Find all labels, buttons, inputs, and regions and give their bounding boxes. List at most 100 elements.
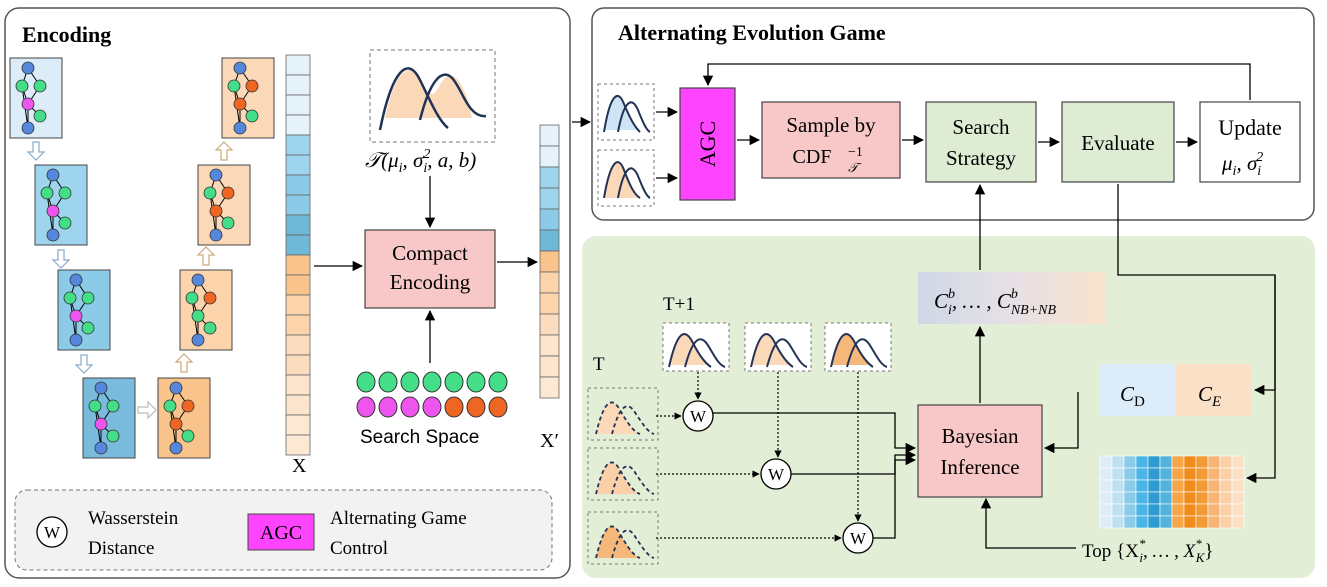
top-k-cell: [1135, 503, 1149, 517]
top-k-cell: [1135, 491, 1149, 505]
top-k-cell: [1111, 503, 1125, 517]
top-k-cell: [1183, 491, 1197, 505]
top-k-cell: [1183, 455, 1197, 469]
wasserstein-node-1: W: [682, 400, 714, 432]
graph-node: [69, 273, 83, 287]
dist-curve: [766, 338, 808, 368]
graph-node: [209, 204, 223, 218]
search-space-node: [400, 371, 420, 393]
search-space-node: [378, 396, 398, 418]
dist-curve: [668, 333, 712, 368]
vector-x-cell: [285, 394, 311, 416]
graph-node: [46, 204, 60, 218]
top-k-cell: [1123, 515, 1137, 529]
dist-curve: [611, 529, 655, 559]
graph-node: [69, 309, 83, 323]
wasserstein-node-3: W: [842, 522, 874, 554]
svg-text:Bayesian: Bayesian: [942, 424, 1019, 448]
top-k-cell: [1219, 515, 1233, 529]
graph-node: [203, 321, 217, 335]
graph-node: [88, 399, 102, 413]
top-k-cell: [1171, 479, 1185, 493]
t-plus-one-distributions: [662, 322, 892, 372]
search-space-node: [356, 371, 376, 393]
svg-text:Strategy: Strategy: [946, 146, 1016, 170]
card-flow-arrows: [26, 141, 234, 420]
top-k-grid: [1099, 455, 1245, 529]
top-k-cell: [1207, 467, 1221, 481]
search-space-node: [356, 396, 376, 418]
dist-curve: [684, 338, 726, 368]
graph-node: [245, 79, 259, 93]
dist-curve: [846, 338, 888, 368]
svg-text:CD: CD: [1120, 382, 1145, 410]
top-k-cell: [1219, 479, 1233, 493]
top-k-cell: [1099, 491, 1113, 505]
graph-node: [221, 186, 235, 200]
graph-node: [221, 216, 235, 230]
top-k-cell: [1171, 467, 1185, 481]
search-space-node: [466, 396, 486, 418]
search-space-node: [488, 371, 508, 393]
top-k-cell: [1159, 467, 1173, 481]
wasserstein-node-2: W: [760, 458, 792, 490]
dist-curve: [611, 465, 655, 495]
t1-dist-2: [744, 322, 812, 372]
top-k-cell: [1183, 515, 1197, 529]
dist-curve: [595, 461, 641, 495]
game-panel: Alternating Evolution Game AGC Sample by…: [591, 7, 1315, 221]
search-space-node: [400, 396, 420, 418]
graph-node: [245, 109, 259, 123]
vector-x-cell: [285, 314, 311, 336]
top-k-cell: [1207, 491, 1221, 505]
top-k-cell: [1195, 503, 1209, 517]
top-k-cell: [1147, 467, 1161, 481]
dist-frame: [587, 387, 659, 441]
vector-x-cell: [285, 214, 311, 236]
svg-text:Sample by: Sample by: [786, 113, 876, 137]
vector-x-cell: [285, 294, 311, 316]
graph-card-3: [57, 269, 111, 351]
dist-curve: [595, 401, 641, 435]
graph-node: [15, 79, 29, 93]
top-k-cell: [1171, 515, 1185, 529]
vector-x-prime-cell: [539, 271, 560, 294]
dist-curve: [611, 405, 655, 435]
top-k-cell: [1207, 479, 1221, 493]
vector-x-cell: [285, 114, 311, 136]
top-k-cell: [1123, 479, 1137, 493]
compact-encoding-box: Compact Encoding: [364, 229, 496, 309]
graph-node: [185, 291, 199, 305]
vector-x-cell: [285, 54, 311, 76]
top-k-cell: [1183, 479, 1197, 493]
graph-card-2: [34, 164, 88, 246]
vector-x-cell: [285, 134, 311, 156]
encoding-title: Encoding: [22, 22, 111, 47]
agc-block: AGC: [679, 87, 736, 201]
top-k-cell: [1219, 467, 1233, 481]
search-space-node: [422, 371, 442, 393]
graph-node: [169, 381, 183, 395]
svg-text:AGC: AGC: [695, 121, 720, 167]
svg-text:Encoding: Encoding: [390, 270, 471, 294]
graph-node: [58, 216, 72, 230]
graph-nodes: [15, 61, 259, 455]
graph-card-1: [9, 57, 63, 139]
update-box: Update μi, σi2: [1199, 101, 1301, 183]
graph-node: [209, 168, 223, 182]
t-dist-3: [587, 511, 659, 565]
vector-x-cell: [285, 154, 311, 176]
game-title: Alternating Evolution Game: [618, 20, 886, 45]
top-k-cell: [1135, 455, 1149, 469]
top-k-cell: [1159, 491, 1173, 505]
top-k-cell: [1147, 503, 1161, 517]
vector-x: [285, 54, 311, 456]
t1-dist-1: [662, 322, 730, 372]
svg-text:AGC: AGC: [260, 522, 302, 544]
graph-node: [81, 291, 95, 305]
vector-x-prime-cell: [539, 166, 560, 189]
top-k-cell: [1219, 455, 1233, 469]
svg-text:W: W: [690, 407, 707, 426]
